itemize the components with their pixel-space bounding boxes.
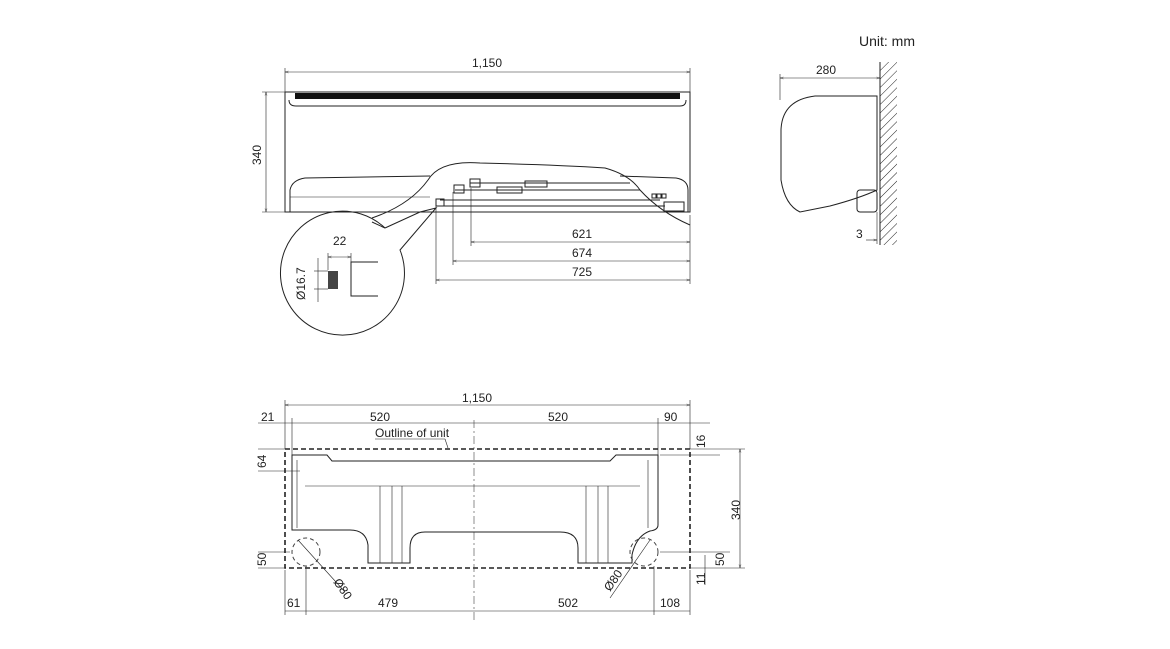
front-view: 1,150 340 621 674 725 22 [250, 56, 691, 336]
side-depth-dim: 280 [816, 63, 836, 77]
bottom-dim-108: 108 [660, 596, 680, 610]
detail-length-dim: 22 [333, 234, 347, 248]
pipe-hole-right [629, 537, 659, 567]
pipe-dim-621: 621 [572, 227, 592, 241]
pipe-hole-left [291, 537, 321, 567]
side-view: 280 3 [779, 62, 897, 245]
right-dim-50: 50 [713, 552, 727, 566]
bottom-view: 1,150 21 520 520 90 Outline of unit 64 5… [255, 391, 745, 620]
top-dim-520-right: 520 [548, 410, 568, 424]
front-height-dim: 340 [250, 145, 264, 165]
top-dim-21: 21 [261, 410, 275, 424]
bottom-dim-479: 479 [378, 596, 398, 610]
right-dim-340: 340 [729, 500, 743, 520]
bottom-dim-61: 61 [287, 596, 301, 610]
wall-gap-dim: 3 [856, 227, 863, 241]
front-width-dim: 1,150 [472, 56, 502, 70]
outline-of-unit-label: Outline of unit [375, 426, 450, 440]
unit-label: Unit: mm [859, 33, 915, 49]
right-dim-11: 11 [694, 572, 708, 585]
installation-plate [291, 454, 659, 564]
indoor-unit-body [284, 91, 691, 213]
bottom-dim-502: 502 [558, 596, 578, 610]
left-dim-50: 50 [255, 552, 269, 566]
detail-diameter-dim: Ø16.7 [294, 267, 308, 300]
right-dim-16: 16 [694, 434, 708, 448]
bottom-width-dim: 1,150 [462, 391, 492, 405]
pipe-dim-725: 725 [572, 265, 592, 279]
left-dim-64: 64 [255, 454, 269, 468]
pipe-detail: 22 Ø16.7 [279, 207, 438, 336]
top-dim-90: 90 [664, 410, 678, 424]
pipe-dim-674: 674 [572, 246, 592, 260]
unit-outline [284, 448, 691, 569]
indoor-unit-side [780, 95, 878, 213]
top-dim-520-left: 520 [370, 410, 390, 424]
